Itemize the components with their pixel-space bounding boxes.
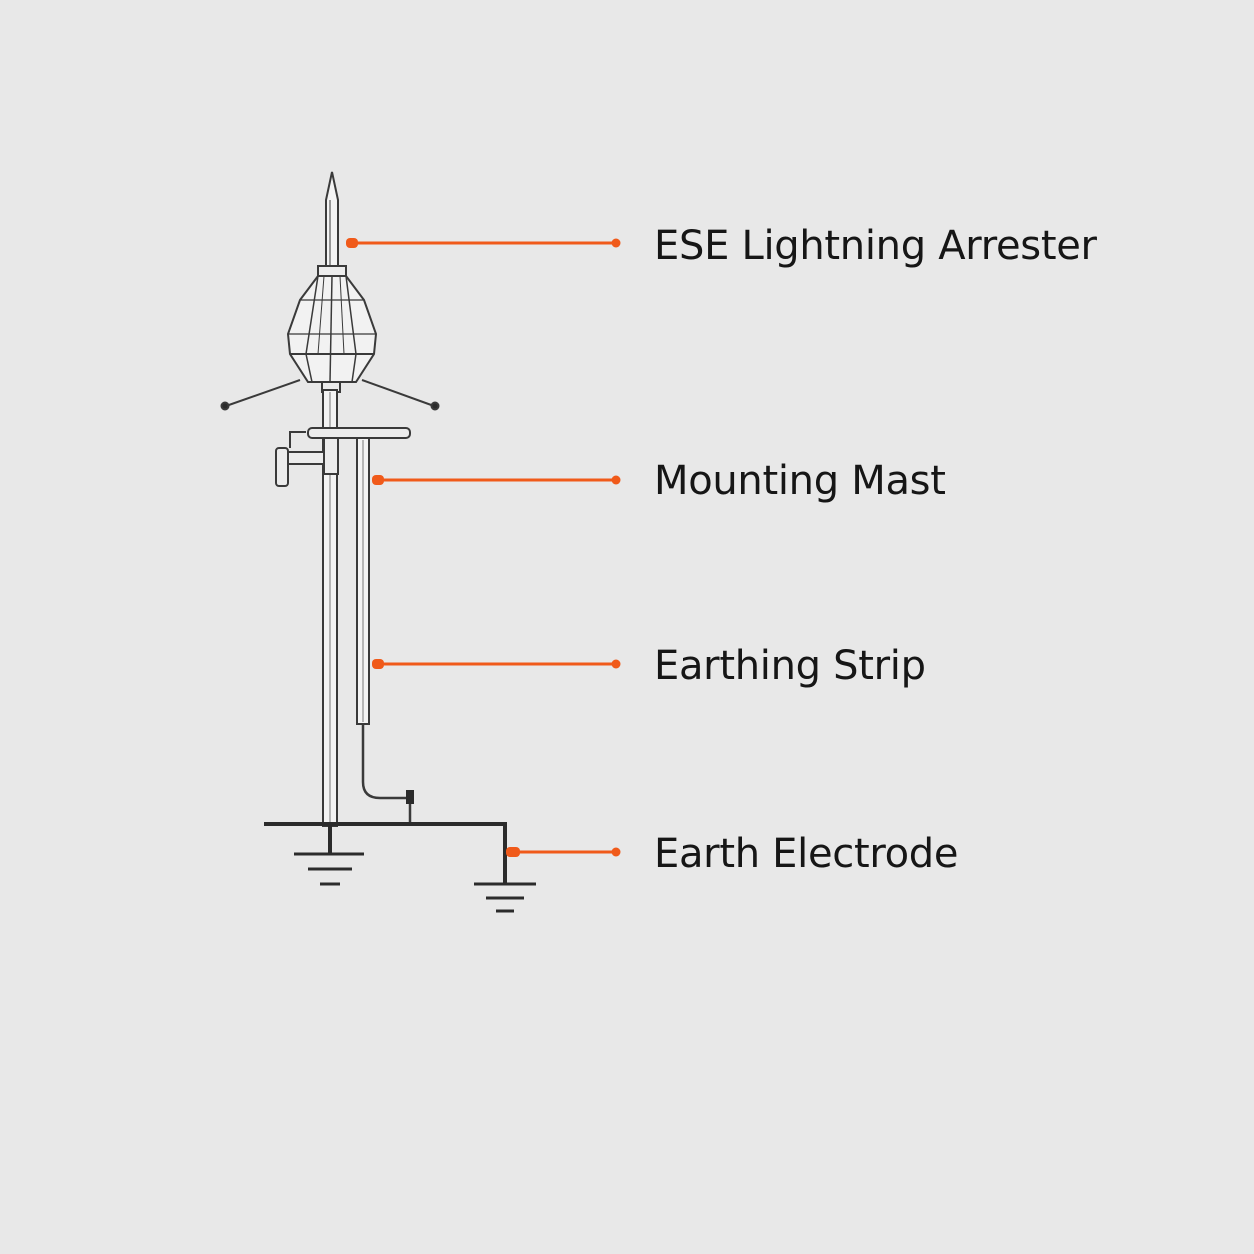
- mast-clamp: [275, 427, 411, 487]
- label-ese-lightning-arrester: ESE Lightning Arrester: [654, 223, 1097, 269]
- leader-lines: [346, 238, 621, 857]
- label-earthing-strip: Earthing Strip: [654, 643, 926, 689]
- ground-symbol-left: [294, 852, 364, 886]
- arrester-arms: [220, 379, 440, 411]
- ground-conductor: [264, 822, 507, 884]
- leader-arrester: [346, 238, 621, 248]
- leader-electrode: [506, 847, 621, 857]
- leader-strip: [372, 659, 621, 669]
- label-mounting-mast: Mounting Mast: [654, 458, 946, 504]
- earthing-strip: [356, 437, 414, 822]
- arrester-head: [286, 265, 378, 383]
- leader-mast: [372, 475, 621, 485]
- ground-symbol-right: [474, 882, 536, 913]
- label-earth-electrode: Earth Electrode: [654, 831, 959, 877]
- arrester-spike: [325, 171, 339, 269]
